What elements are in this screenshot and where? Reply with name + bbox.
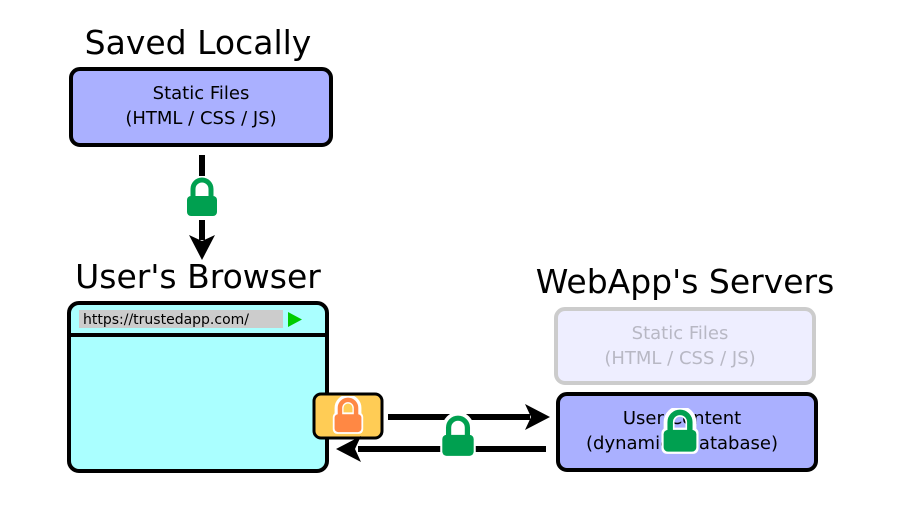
heading-webapp-servers: WebApp's Servers xyxy=(536,262,835,301)
user-content-title: User Content xyxy=(623,408,741,429)
browser-window xyxy=(67,301,329,473)
local-static-files-subtitle: (HTML / CSS / JS) xyxy=(125,108,276,129)
connection-lock-icon xyxy=(440,414,476,458)
server-static-files-box: Static Files (HTML / CSS / JS) xyxy=(554,307,816,385)
server-static-files-title: Static Files xyxy=(632,323,729,344)
download-lock-icon xyxy=(185,176,219,218)
browser-url-text: https://trustedapp.com/ xyxy=(83,312,249,328)
heading-saved-locally: Saved Locally xyxy=(85,23,312,62)
local-static-files-box: Static Files (HTML / CSS / JS) xyxy=(69,67,333,147)
heading-users-browser: User's Browser xyxy=(75,257,321,296)
download-arrow xyxy=(189,155,215,260)
local-static-files-title: Static Files xyxy=(153,83,250,104)
content-lock-icon xyxy=(661,408,699,454)
server-static-files-subtitle: (HTML / CSS / JS) xyxy=(604,348,755,369)
play-triangle-icon[interactable] xyxy=(288,312,302,327)
browser-url-bar[interactable]: https://trustedapp.com/ xyxy=(79,310,283,328)
browser-lock-icon xyxy=(332,396,364,434)
